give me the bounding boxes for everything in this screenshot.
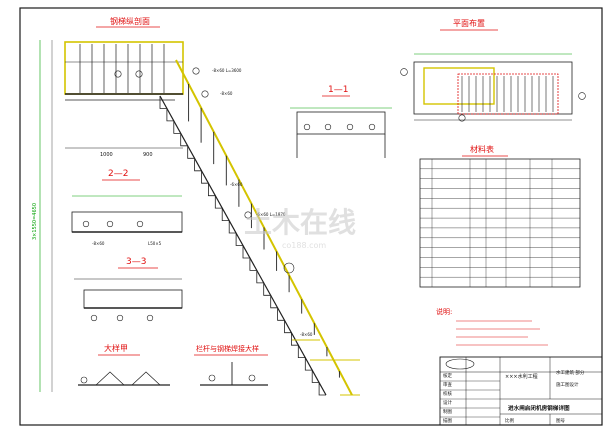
detail-weld: 栏杆与钢梯焊接大样 — [194, 344, 268, 386]
svg-text:-6×60 L=1870: -6×60 L=1870 — [256, 212, 286, 217]
notes-title: 说明: — [436, 307, 452, 316]
drawing-frame — [19, 7, 603, 426]
tb-cell-5: 描图 — [443, 417, 452, 424]
title-block: ×××水利工程 水工建筑 部分 施工图设计 进水闸启闭机房钢梯详图 比例 图号 … — [439, 356, 603, 426]
svg-text:1000: 1000 — [100, 152, 113, 158]
tb-cell-1: 审查 — [443, 381, 452, 388]
tb-cell-0: 核定 — [443, 372, 452, 379]
section-2-title: 2—2 — [108, 169, 128, 179]
drawing-title: 进水闸启闭机房钢梯详图 — [508, 404, 570, 412]
section-3-title: 3—3 — [126, 257, 146, 267]
watermark-sub: co188.com — [282, 241, 326, 250]
svg-text:L50×5: L50×5 — [148, 241, 162, 246]
project-name: ×××水利工程 — [505, 373, 538, 380]
detail-big: 大样甲 — [78, 343, 170, 386]
section-1-1: 1—1 — [290, 85, 392, 158]
svg-text:-6×60: -6×60 — [230, 182, 243, 187]
materials-table-title: 材料表 — [470, 144, 494, 154]
tb-cell-2: 校核 — [443, 390, 452, 397]
watermark: 土木在线 co188.com — [244, 206, 356, 250]
scale-label: 比例 — [505, 417, 514, 424]
top-platform-rail — [64, 41, 184, 95]
section-1-title: 1—1 — [328, 85, 348, 95]
svg-text:900: 900 — [143, 152, 153, 158]
height-dimension: 3×1550=4650 — [32, 203, 38, 240]
drawing-no-label: 图号 — [556, 418, 565, 424]
section-3-3: 3—3 — [74, 257, 183, 322]
plan-title: 平面布置 — [453, 18, 485, 28]
materials-table: 材料表 — [419, 144, 581, 288]
detail-big-title: 大样甲 — [104, 343, 128, 353]
svg-text:-8×60: -8×60 — [220, 91, 233, 96]
detail-weld-title: 栏杆与钢梯焊接大样 — [196, 344, 259, 353]
tb-cell-3: 设计 — [443, 399, 452, 406]
spec-label: 水工建筑 部分 — [556, 369, 585, 376]
stair-treads — [159, 96, 326, 396]
elevation-title: 钢梯纵剖面 — [110, 16, 150, 26]
stair-balusters — [188, 83, 340, 378]
watermark-text: 土木在线 — [244, 206, 356, 239]
svg-text:-8×60 L=3600: -8×60 L=3600 — [212, 68, 242, 73]
plan-view: 平面布置 — [400, 18, 586, 122]
svg-text:-8×60: -8×60 — [92, 241, 105, 246]
stage-label: 施工图设计 — [556, 381, 579, 388]
svg-text:-8×60: -8×60 — [300, 332, 313, 337]
notes: 说明: — [436, 307, 548, 346]
stair-elevation: 钢梯纵剖面 3×1550=4650 1000 — [32, 16, 360, 396]
company-logo — [445, 358, 475, 370]
section-2-2: 2—2 -8×60 L50×5 — [71, 169, 183, 246]
tb-cell-4: 制图 — [443, 408, 452, 415]
